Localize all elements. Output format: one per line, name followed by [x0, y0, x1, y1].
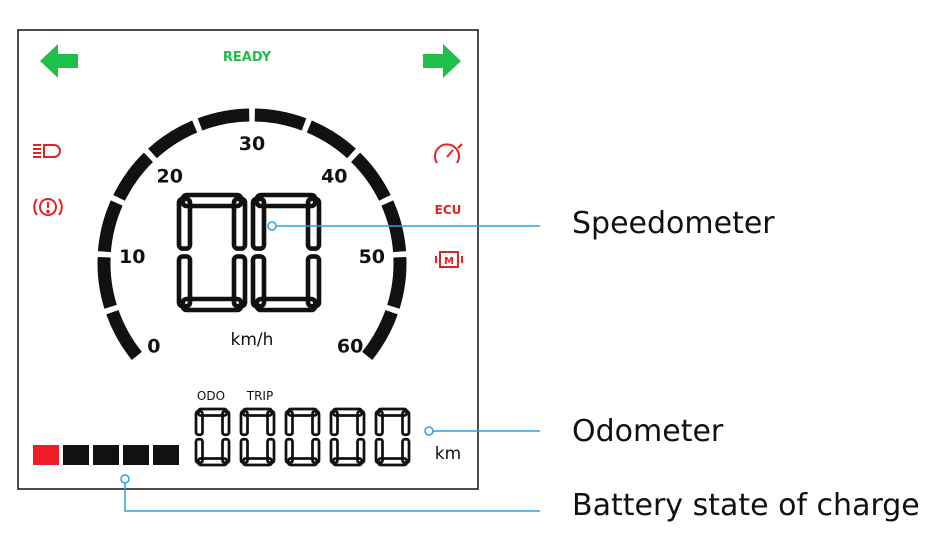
digit-segment — [329, 409, 339, 437]
gauge-segment — [113, 152, 154, 201]
speed-unit: km/h — [231, 330, 274, 350]
turn-right-arrow-icon — [423, 44, 461, 78]
gauge-segment — [106, 309, 142, 360]
digit-segment — [329, 437, 339, 465]
odometer-readout — [194, 407, 411, 467]
digit-segment — [176, 254, 193, 309]
ecu-warning: ECU — [435, 203, 462, 217]
distance-unit: km — [435, 444, 461, 464]
brake-warning-icon — [33, 198, 63, 216]
odo-label: ODO — [197, 389, 225, 403]
digit-segment — [284, 437, 294, 465]
digit-segment — [194, 437, 204, 465]
digit-segment — [250, 196, 267, 251]
digit-segment — [221, 409, 231, 437]
digit-segment — [284, 409, 294, 437]
gauge-tick-label: 20 — [156, 166, 182, 188]
digit-segment — [250, 254, 267, 309]
gauge-segment — [148, 120, 198, 159]
gauge-tick-label: 10 — [119, 246, 145, 268]
motor-warning-icon: M — [435, 251, 463, 268]
speed-gauge-scale: 0 10 20 30 40 50 60 — [119, 133, 385, 357]
gauge-tick-label: 40 — [321, 166, 347, 188]
svg-text:M: M — [444, 256, 454, 267]
gauge-segment — [254, 108, 307, 131]
speedometer-warning-icon — [434, 143, 463, 164]
gauge-segment — [197, 108, 250, 131]
odometer-callout — [424, 426, 540, 436]
battery-gauge — [33, 445, 179, 465]
gauge-segment — [97, 256, 117, 309]
digit-segment — [356, 409, 366, 437]
digit-segment — [239, 437, 249, 465]
ready-indicator: READY — [223, 50, 272, 65]
digit-segment — [374, 437, 384, 465]
battery-segment — [63, 445, 89, 465]
speedometer-callout — [267, 221, 540, 231]
gauge-segment — [97, 200, 123, 253]
digit-segment — [305, 196, 322, 251]
gauge-segment — [387, 256, 407, 309]
battery-segment — [123, 445, 149, 465]
gauge-segment — [362, 309, 398, 360]
gauge-tick-label: 0 — [147, 335, 160, 357]
headlight-icon — [33, 144, 61, 158]
gauge-tick-label: 30 — [239, 133, 265, 155]
gauge-segment — [381, 200, 407, 253]
digit-segment — [194, 409, 204, 437]
gauge-tick-label: 50 — [359, 246, 385, 268]
digit-segment — [266, 409, 276, 437]
digit-segment — [374, 409, 384, 437]
battery-segment — [93, 445, 119, 465]
digit-segment — [239, 409, 249, 437]
speed-gauge-arc — [97, 108, 407, 360]
battery-annotation: Battery state of charge — [572, 488, 920, 523]
battery-callout — [120, 474, 540, 512]
battery-segment — [33, 445, 59, 465]
odometer-annotation: Odometer — [572, 414, 724, 449]
gauge-segment — [306, 120, 356, 159]
digit-segment — [401, 409, 411, 437]
turn-left-arrow-icon — [40, 44, 78, 78]
speed-readout — [176, 192, 322, 313]
digit-segment — [176, 196, 193, 251]
trip-label: TRIP — [246, 389, 273, 403]
gauge-tick-label: 60 — [337, 335, 363, 357]
speedometer-annotation: Speedometer — [572, 206, 775, 241]
gauge-segment — [350, 152, 391, 201]
digit-segment — [311, 409, 321, 437]
battery-segment — [153, 445, 179, 465]
digit-segment — [231, 196, 248, 251]
